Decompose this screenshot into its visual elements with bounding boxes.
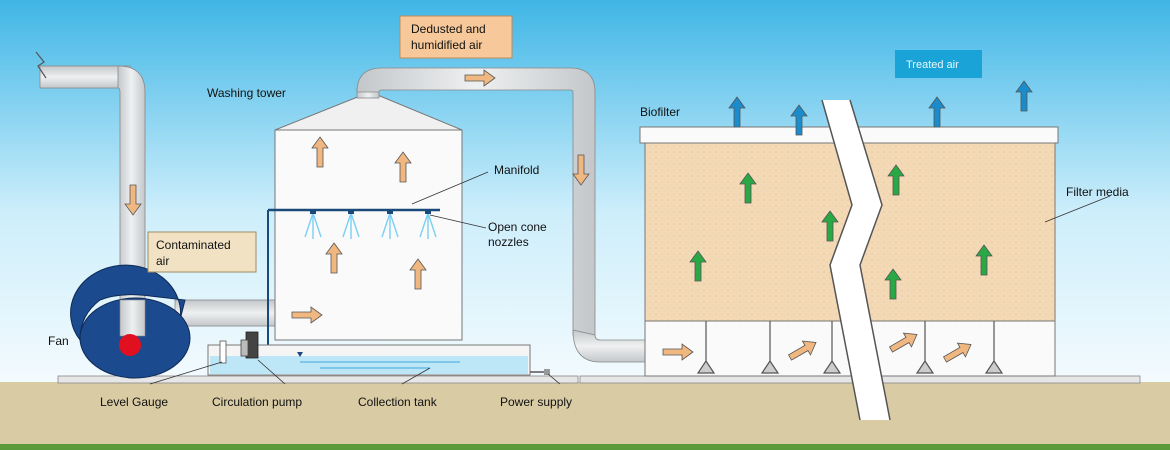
open-cone-nozzles <box>304 212 437 239</box>
level-gauge <box>219 340 227 364</box>
contaminated-air-label-line1: Contaminated <box>156 238 231 252</box>
plenum-flow-arrow <box>888 332 918 353</box>
level-gauge-label: Level Gauge <box>100 395 168 409</box>
tower-flow-arrow <box>325 242 343 274</box>
treated-air-box <box>895 50 982 78</box>
plenum-flow-arrow <box>942 342 972 363</box>
open-cone-nozzles-label-line2: nozzles <box>488 235 529 249</box>
ground <box>0 382 1170 450</box>
nozzle-heads <box>310 209 431 214</box>
leader-lines <box>149 171 1111 385</box>
transfer-flow-arrow <box>572 154 590 186</box>
support-legs <box>696 321 1004 374</box>
plenum-flow-arrow <box>662 343 694 361</box>
contaminated-air-box <box>147 231 257 273</box>
fan-outlet-duct <box>174 299 278 327</box>
media-flow-arrow <box>975 244 993 276</box>
circulation-pump-label: Circulation pump <box>212 395 302 409</box>
power-supply-label: Power supply <box>500 395 572 409</box>
biofilter-label: Biofilter <box>640 105 680 119</box>
dedusted-air-label-line2: humidified air <box>411 38 482 52</box>
transfer-flow-arrow <box>464 69 496 87</box>
collection-tank <box>207 344 531 376</box>
washing-tower-label: Washing tower <box>207 86 286 100</box>
treated-air-arrow <box>728 96 746 128</box>
fan-hub <box>119 334 141 356</box>
collection-tank-label: Collection tank <box>358 395 438 409</box>
media-flow-arrow <box>821 210 839 242</box>
inlet-flow-arrow <box>124 184 142 216</box>
contaminated-air-label-line2: air <box>156 254 169 268</box>
dedusted-air-box <box>399 15 513 59</box>
dedusted-air-label-line1: Dedusted and <box>411 22 486 36</box>
washing-tower <box>274 95 463 341</box>
treated-air-label: Treated air <box>906 59 959 71</box>
tower-flow-arrow <box>311 136 329 168</box>
break-symbol <box>821 99 891 421</box>
ground-stripe <box>0 444 1170 450</box>
media-flow-arrow <box>689 250 707 282</box>
media-flow-arrow <box>884 268 902 300</box>
media-flow-arrow <box>739 172 757 204</box>
plenum-flow-arrow <box>787 340 817 361</box>
treated-air-arrow <box>1015 80 1033 112</box>
tower-flow-arrow <box>409 258 427 290</box>
open-cone-nozzles-label-line1: Open cone <box>488 220 547 234</box>
fan <box>70 264 191 379</box>
treated-air-arrow <box>928 96 946 128</box>
treated-air-arrow <box>790 104 808 136</box>
tower-flow-arrow <box>394 151 412 183</box>
manifold-label: Manifold <box>494 163 539 177</box>
flow-arrows <box>124 69 1033 363</box>
circulation-pump <box>240 331 259 359</box>
power-supply <box>530 369 550 375</box>
media-flow-arrow <box>887 164 905 196</box>
base-slab-left <box>57 375 579 384</box>
fan-label: Fan <box>48 334 69 348</box>
filter-media-label: Filter media <box>1066 185 1129 199</box>
tower-inlet-arrow <box>291 306 323 324</box>
